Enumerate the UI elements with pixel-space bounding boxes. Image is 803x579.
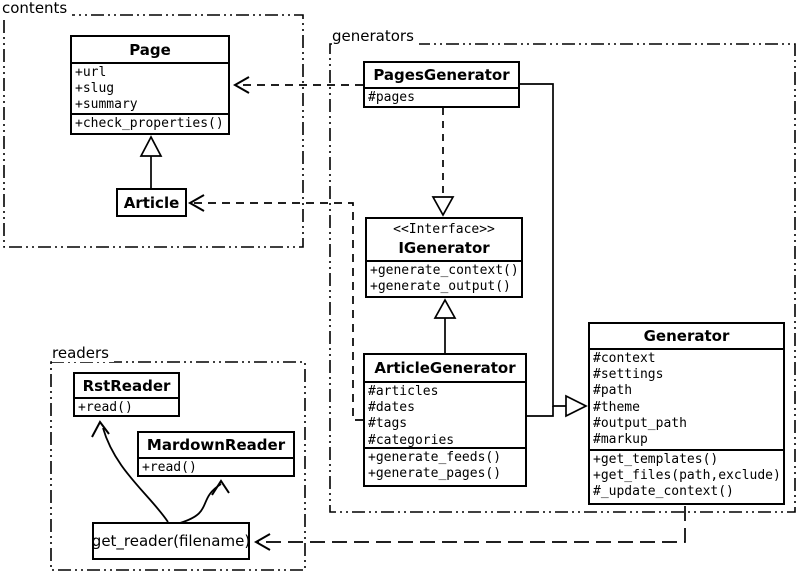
generator-attr-output-path: #output_path (593, 415, 687, 431)
rstreader-class: RstReader +read() (73, 372, 180, 417)
arrowhead-mardownreader-arrow (211, 479, 230, 496)
generator-methods: +get_templates() +get_files(path,exclude… (590, 449, 783, 503)
generator-attr-context: #context (593, 351, 656, 366)
generator-attr-path: #path (593, 383, 633, 399)
arrowhead-igenerator-realization-triangle (431, 196, 455, 217)
page-attr-slug: +slug (75, 81, 115, 97)
articlegenerator-attr-dates: #dates (368, 400, 415, 416)
pagesgenerator-class: PagesGenerator #pages (363, 61, 520, 108)
edge-getreader-mardownreader-arrow (179, 483, 222, 524)
articlegenerator-attr-categories: #categories (368, 432, 455, 447)
articlegenerator-method-generate-feeds: +generate_feeds() (368, 450, 502, 465)
page-method-check-properties: +check_properties() (75, 116, 224, 131)
arrowhead-rstreader-arrow (91, 420, 110, 438)
mardownreader-class: MardownReader +read() (137, 431, 295, 477)
page-attr-summary: +summary (75, 97, 138, 113)
edge-generator-getreader-dependency (258, 506, 686, 543)
edge-articlegenerator-generator-inheritance (527, 406, 554, 417)
arrowhead-page-inheritance-triangle (139, 135, 163, 157)
igenerator-class-name: IGenerator (398, 239, 490, 257)
arrowhead-getreader-dependency (253, 533, 271, 551)
igenerator-interface: <<Interface>> IGenerator +generate_conte… (365, 217, 523, 298)
generator-attributes: #context #settings #path #theme #output_… (590, 348, 783, 449)
getreader-function-node: get_reader(filename) (92, 522, 250, 560)
edge-articlegenerator-article-dependency (192, 202, 363, 421)
mardownreader-methods: +read() (139, 457, 293, 475)
generator-attr-markup: #markup (593, 432, 648, 448)
edge-pagesgenerator-generator-inheritance (520, 83, 567, 407)
igenerator-methods: +generate_context() +generate_output() (367, 260, 521, 296)
articlegenerator-attr-articles: #articles (368, 384, 439, 399)
pagesgenerator-class-name: PagesGenerator (373, 66, 510, 84)
page-attr-url: +url (75, 65, 107, 80)
igenerator-method-generate-output: +generate_output() (370, 279, 511, 295)
articlegenerator-method-generate-pages: +generate_pages() (368, 466, 502, 482)
rstreader-method-read: +read() (78, 400, 133, 415)
generator-class: Generator #context #settings #path #them… (588, 322, 785, 505)
igenerator-method-generate-context: +generate_context() (370, 263, 519, 278)
page-attributes: +url +slug +summary (72, 62, 228, 113)
articlegenerator-class: ArticleGenerator #articles #dates #tags … (363, 353, 527, 487)
arrowhead-article-dependency (187, 194, 205, 212)
generator-attr-settings: #settings (593, 367, 664, 383)
rstreader-methods: +read() (75, 397, 178, 415)
edge-getreader-rstreader-arrow (102, 427, 169, 523)
articlegenerator-attr-tags: #tags (368, 416, 408, 432)
arrowhead-page-dependency (232, 76, 250, 94)
generator-class-name: Generator (643, 327, 730, 345)
rstreader-class-name: RstReader (82, 376, 171, 395)
contents-package-label: contents (2, 0, 73, 17)
mardownreader-method-read: +read() (142, 460, 197, 475)
generator-method-get-templates: +get_templates() (593, 452, 719, 467)
articlegenerator-attributes: #articles #dates #tags #categories (365, 381, 525, 447)
pagesgenerator-attr-pages: #pages (368, 90, 415, 105)
arrowhead-generator-inheritance-triangle (565, 394, 588, 418)
arrowhead-igenerator-inheritance-triangle (433, 298, 457, 319)
page-methods: +check_properties() (72, 113, 228, 133)
page-class: Page +url +slug +summary +check_properti… (70, 35, 230, 135)
article-class: Article (116, 188, 187, 217)
igenerator-stereotype: <<Interface>> (393, 222, 495, 237)
generators-package-label: generators (332, 28, 419, 45)
getreader-function-label: get_reader(filename) (91, 532, 251, 550)
page-class-name: Page (129, 40, 171, 59)
article-class-name: Article (123, 193, 180, 212)
generator-method-update-context: #_update_context() (593, 484, 734, 500)
generator-method-get-files: +get_files(path,exclude) (593, 468, 781, 484)
pagesgenerator-attributes: #pages (365, 87, 518, 106)
generators-package-border (329, 43, 796, 513)
readers-package-label: readers (52, 345, 114, 362)
articlegenerator-methods: +generate_feeds() +generate_pages() (365, 447, 525, 485)
mardownreader-class-name: MardownReader (146, 436, 286, 454)
readers-package-border (50, 361, 306, 571)
generator-attr-theme: #theme (593, 399, 640, 415)
contents-package-border (3, 14, 304, 248)
articlegenerator-class-name: ArticleGenerator (374, 359, 516, 377)
